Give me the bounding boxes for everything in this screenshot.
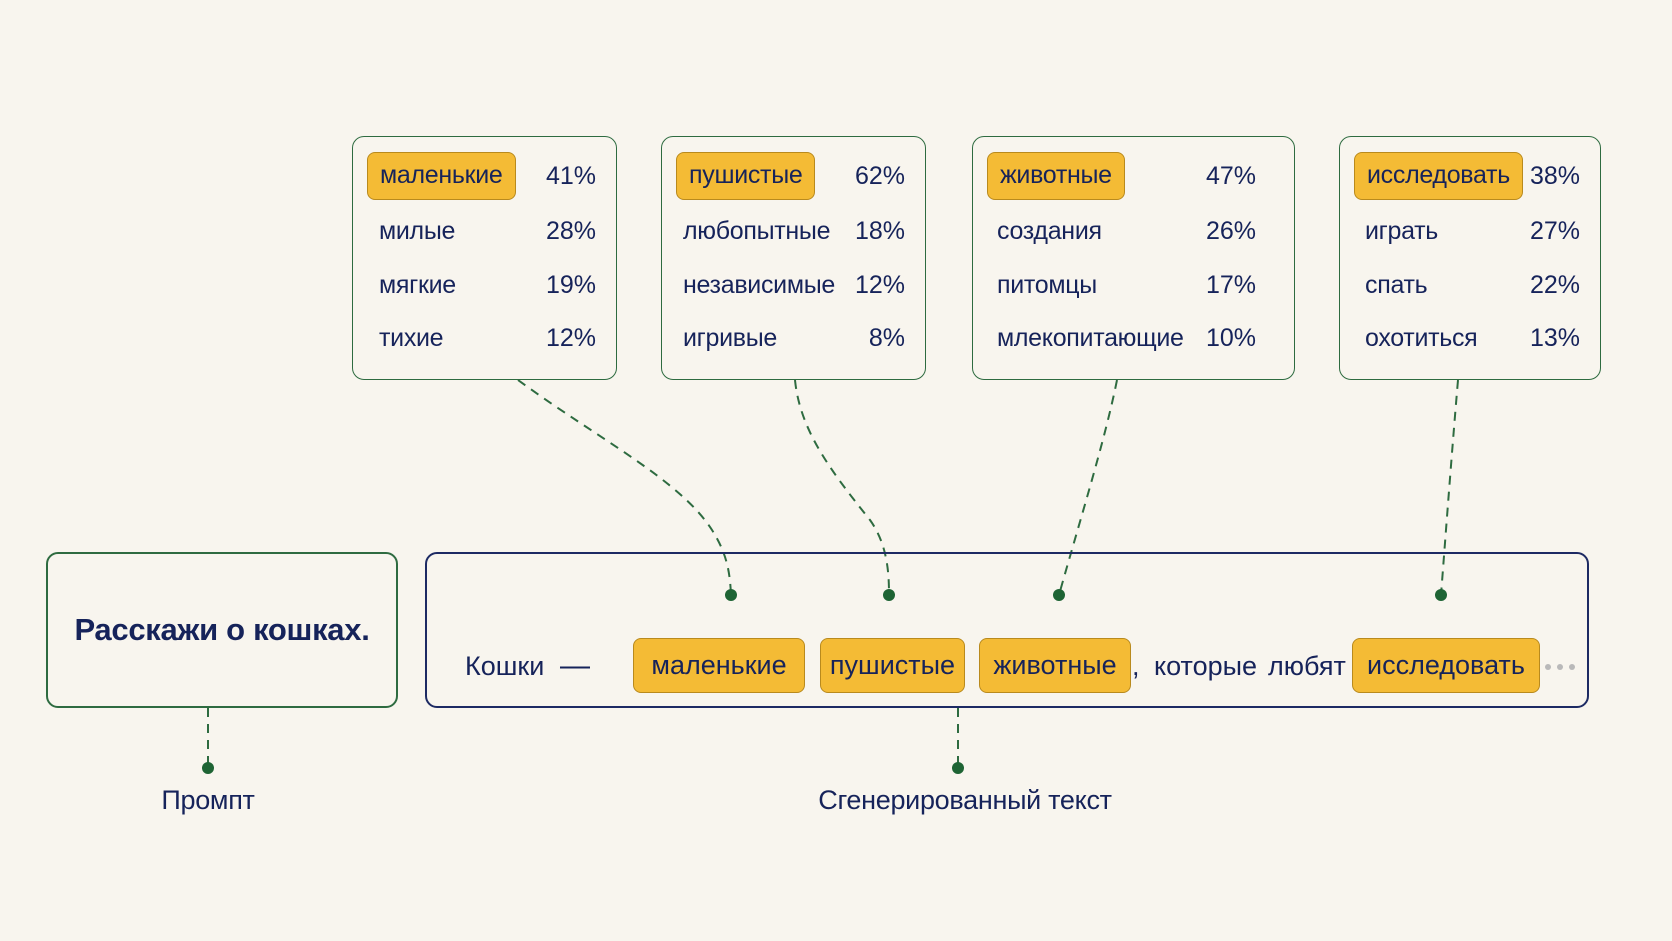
candidate-box-4: исследовать 38% играть 27% спать 22% охо…	[1339, 136, 1601, 380]
candidate-word: мягкие	[379, 271, 456, 299]
candidate-row: животные 47%	[987, 152, 1256, 200]
candidate-percent: 47%	[1205, 162, 1256, 190]
generated-token-highlighted: животные	[979, 638, 1131, 693]
generated-token-line: Кошки — маленькие пушистые животные , ко…	[427, 638, 1587, 693]
candidate-row: милые 28%	[367, 207, 596, 255]
connector-dot-generated	[952, 762, 964, 774]
ellipsis-dot	[1569, 664, 1575, 670]
candidate-row: тихие 12%	[367, 314, 596, 362]
candidate-row: независимые 12%	[676, 261, 905, 309]
candidate-row: исследовать 38%	[1354, 152, 1580, 200]
candidate-percent: 62%	[854, 162, 905, 190]
candidate-percent: 13%	[1529, 324, 1580, 352]
generated-token: которые	[1154, 651, 1258, 681]
generated-token-highlighted: пушистые	[820, 638, 965, 693]
candidate-row: мягкие 19%	[367, 261, 596, 309]
connector-dot-prompt	[202, 762, 214, 774]
candidate-box-1: маленькие 41% милые 28% мягкие 19% тихие…	[352, 136, 617, 380]
generated-token: —	[560, 649, 590, 682]
candidate-percent: 28%	[545, 217, 596, 245]
candidate-percent: 27%	[1529, 217, 1580, 245]
generated-token-highlighted: исследовать	[1352, 638, 1540, 693]
generated-token: любят	[1268, 651, 1346, 681]
candidate-row: спать 22%	[1354, 261, 1580, 309]
generated-text-box: Кошки — маленькие пушистые животные , ко…	[425, 552, 1589, 708]
candidate-percent: 12%	[545, 324, 596, 352]
ellipsis-dot	[1545, 664, 1551, 670]
candidate-word: любопытные	[683, 217, 831, 245]
ellipsis-dot	[1557, 664, 1563, 670]
candidate-box-3: животные 47% создания 26% питомцы 17% мл…	[972, 136, 1295, 380]
candidate-word: тихие	[379, 324, 444, 352]
candidate-percent: 19%	[545, 271, 596, 299]
candidate-row: охотиться 13%	[1354, 314, 1580, 362]
generated-token-highlighted: маленькие	[633, 638, 805, 693]
candidate-percent: 26%	[1205, 217, 1256, 245]
candidate-row: маленькие 41%	[367, 152, 596, 200]
candidate-row: пушистые 62%	[676, 152, 905, 200]
candidate-row: играть 27%	[1354, 207, 1580, 255]
candidate-word: игривые	[683, 324, 778, 352]
candidate-word: млекопитающие	[997, 324, 1184, 352]
candidate-percent: 22%	[1529, 271, 1580, 299]
candidate-row: питомцы 17%	[987, 261, 1256, 309]
candidate-percent: 41%	[545, 162, 596, 190]
generated-token: ,	[1132, 651, 1140, 681]
candidate-row: млекопитающие 10%	[987, 314, 1256, 362]
candidate-word-selected: животные	[987, 152, 1125, 200]
candidate-percent: 17%	[1205, 271, 1256, 299]
candidate-word: спать	[1365, 271, 1428, 299]
candidate-word: играть	[1365, 217, 1439, 245]
prompt-box: Расскажи о кошках.	[46, 552, 398, 708]
candidate-word-selected: пушистые	[676, 152, 816, 200]
candidate-percent: 18%	[854, 217, 905, 245]
candidate-box-2: пушистые 62% любопытные 18% независимые …	[661, 136, 926, 380]
candidate-word: милые	[379, 217, 456, 245]
candidate-row: любопытные 18%	[676, 207, 905, 255]
prompt-text: Расскажи о кошках.	[74, 612, 370, 647]
candidate-word-selected: маленькие	[367, 152, 516, 200]
generated-token: Кошки	[465, 651, 545, 681]
candidate-word: охотиться	[1365, 324, 1478, 352]
candidate-row: создания 26%	[987, 207, 1256, 255]
candidate-percent: 12%	[854, 271, 905, 299]
candidate-percent: 10%	[1205, 324, 1256, 352]
generated-text-caption: Сгенерированный текст	[818, 785, 1112, 815]
candidate-word-selected: исследовать	[1354, 152, 1523, 200]
candidate-percent: 8%	[868, 324, 905, 352]
candidate-row: игривые 8%	[676, 314, 905, 362]
candidate-word: независимые	[683, 271, 835, 299]
candidate-percent: 38%	[1529, 162, 1580, 190]
candidate-word: питомцы	[997, 271, 1097, 299]
candidate-word: создания	[997, 217, 1102, 245]
prompt-caption: Промпт	[161, 785, 255, 815]
